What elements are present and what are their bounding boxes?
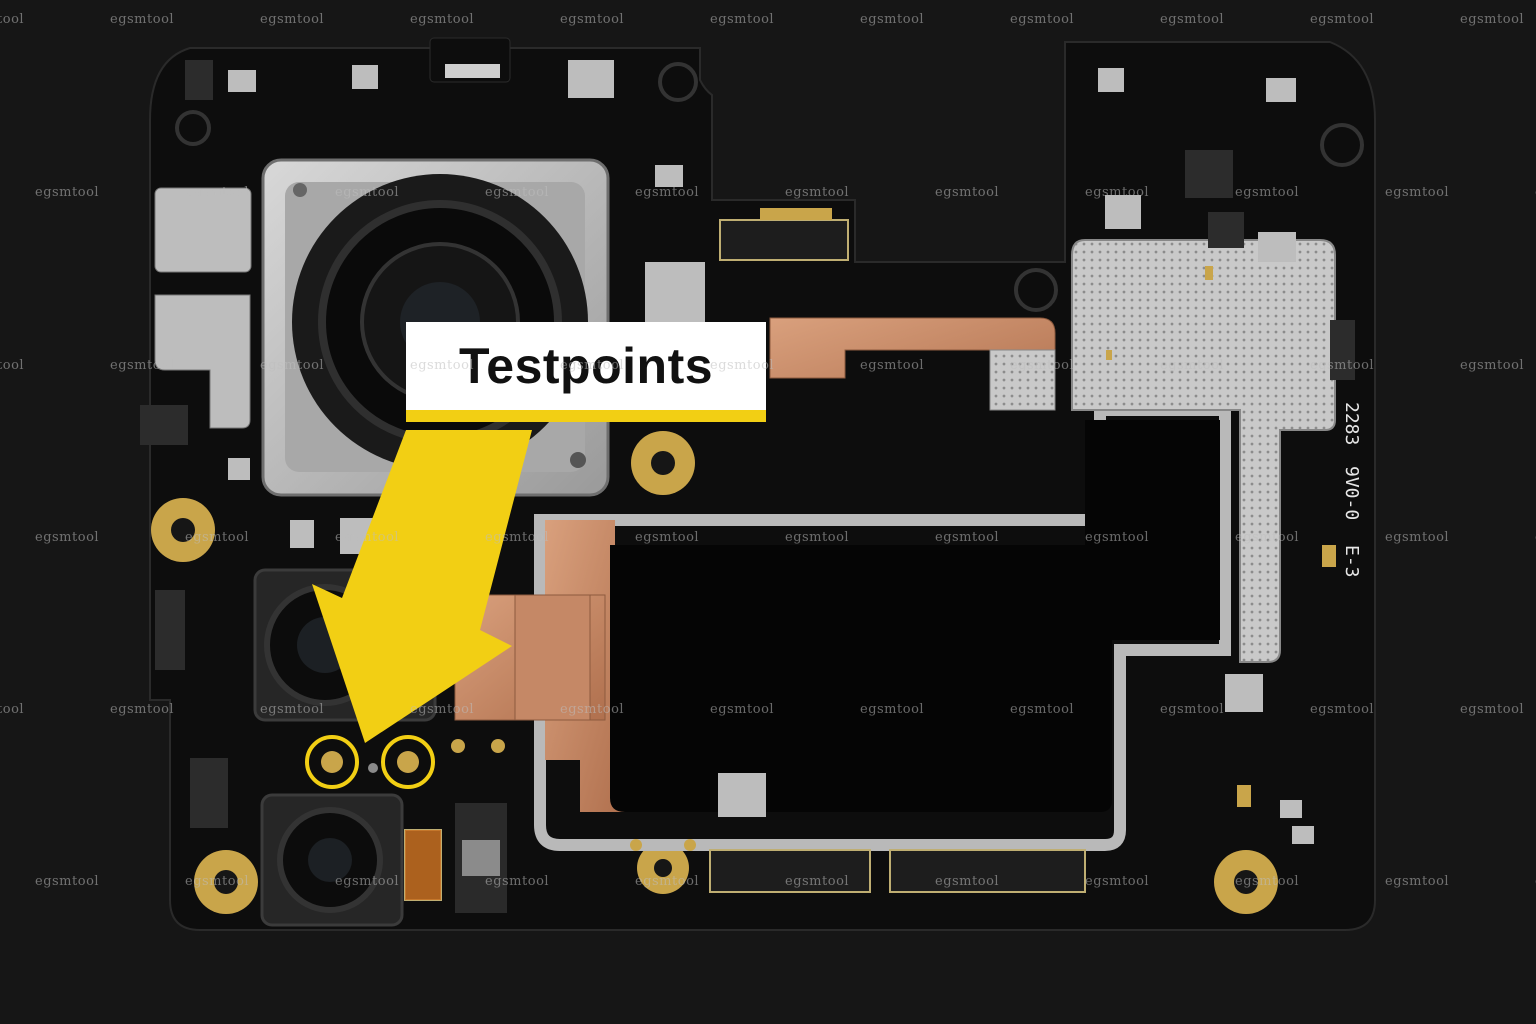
board-marking-line3: E-3 — [1341, 545, 1362, 578]
board-marking-line2: 9V0-0 — [1341, 466, 1362, 521]
black-shield — [610, 420, 1220, 812]
testpoints-callout: Testpoints — [406, 322, 766, 422]
screw-holes — [151, 431, 1278, 914]
callout-label: Testpoints — [458, 338, 714, 394]
testpoint-ring-icon — [381, 735, 435, 789]
pads — [451, 266, 1336, 851]
macro-camera — [260, 793, 404, 927]
steel-frame — [534, 404, 1231, 851]
dotted-shield — [1071, 239, 1336, 663]
board-marking-line1: 2283 — [1341, 402, 1362, 446]
testpoint-ring-icon — [305, 735, 359, 789]
